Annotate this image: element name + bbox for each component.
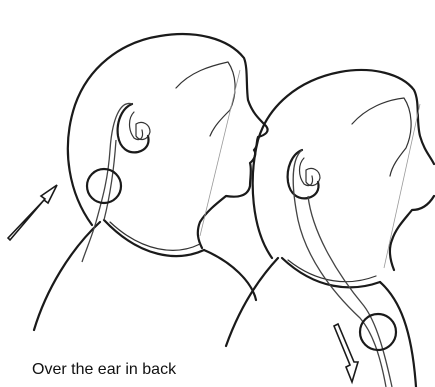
left-arrow: [8, 185, 57, 240]
left-shoulder-front: [204, 250, 256, 300]
left-highlight-circle: [87, 169, 121, 203]
right-ear: [288, 150, 319, 198]
left-collar: [104, 220, 204, 256]
left-hairline: [176, 62, 235, 136]
right-highlight-circle: [360, 314, 396, 350]
caption: Over the ear in back: [32, 361, 176, 379]
right-shoulder-front: [380, 282, 416, 387]
left-earphone: [136, 122, 150, 139]
right-arrow: [334, 324, 358, 382]
left-head-figure: [8, 34, 268, 330]
right-collar: [282, 258, 380, 287]
right-shoulder-back: [226, 258, 278, 346]
right-hairline: [352, 98, 411, 176]
right-face: [390, 196, 434, 270]
right-face-shade: [384, 104, 420, 268]
left-face-shade: [200, 70, 240, 236]
right-collar-inner: [288, 260, 376, 282]
right-earphone: [306, 168, 320, 185]
left-ear: [118, 104, 149, 152]
